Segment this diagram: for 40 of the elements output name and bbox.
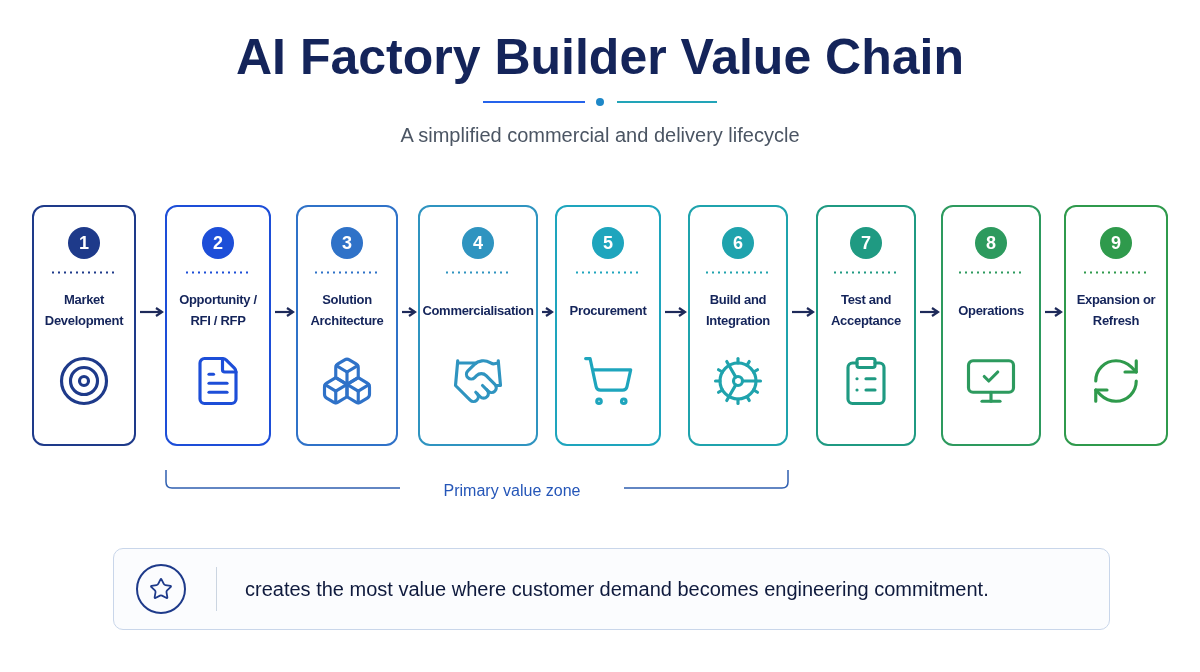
step-number: 6 (722, 227, 754, 259)
step-card (555, 205, 661, 446)
arrow (792, 306, 815, 318)
step-card (32, 205, 136, 446)
step-card (1064, 205, 1168, 446)
step-card (941, 205, 1041, 446)
zone-label: Primary value zone (442, 481, 582, 501)
step-number: 7 (850, 227, 882, 259)
callout-panel (113, 548, 1110, 630)
step-number: 8 (975, 227, 1007, 259)
title: AI Factory Builder Value Chain (236, 28, 964, 87)
step-number: 4 (462, 227, 494, 259)
step-number: 9 (1100, 227, 1132, 259)
step-card (296, 205, 398, 446)
step-label: Solution Architecture (309, 291, 385, 330)
step-number: 2 (202, 227, 234, 259)
step-label: Opportunity / RFI / RFP (178, 291, 258, 330)
subtitle: A simplified commercial and delivery lifecycle (400, 123, 800, 148)
arrow (920, 306, 940, 318)
step-card (816, 205, 916, 446)
arrow (1045, 306, 1063, 318)
step-label: Build and Integration (705, 291, 771, 330)
step-number: 1 (68, 227, 100, 259)
step-label: Procurement (569, 301, 647, 320)
callout-text: creates the most value where customer demand becomes engineering commitment. (245, 577, 989, 602)
step-number: 3 (331, 227, 363, 259)
step-label: Test and Acceptance (830, 291, 902, 330)
arrow (402, 306, 417, 318)
step-card (688, 205, 788, 446)
arrow (275, 306, 295, 318)
step-label: Commercialisation (422, 301, 534, 320)
step-card (418, 205, 538, 446)
arrow (542, 306, 554, 318)
arrow (665, 306, 687, 318)
step-label: Operations (958, 301, 1024, 320)
step-number: 5 (592, 227, 624, 259)
step-label: Expansion or Refresh (1075, 291, 1157, 330)
step-label: Market Development (43, 291, 125, 330)
arrow (140, 306, 164, 318)
step-card (165, 205, 271, 446)
